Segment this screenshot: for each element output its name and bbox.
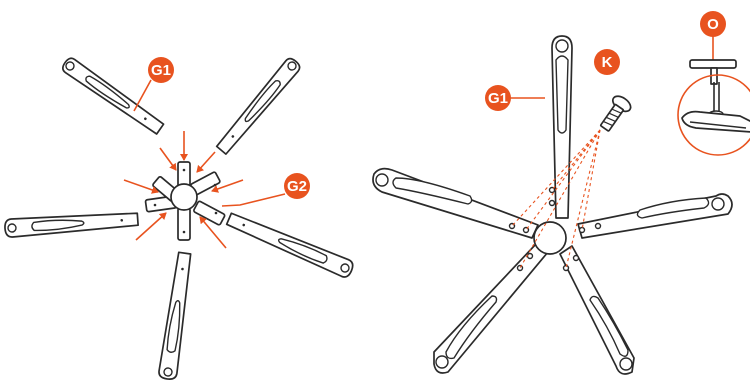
label-g1-left: G1 bbox=[133, 57, 174, 112]
screw-k bbox=[599, 95, 632, 132]
screw-guide-lines bbox=[511, 129, 601, 269]
right-assembled-base: G1 K O bbox=[372, 11, 750, 375]
center-hub-g2 bbox=[144, 161, 226, 241]
label-g1-right: G1 bbox=[485, 85, 545, 111]
base-leg-bottom-right bbox=[559, 245, 635, 375]
screw-holes bbox=[508, 186, 602, 272]
base-leg-top bbox=[551, 35, 573, 219]
label-k: K bbox=[594, 49, 620, 75]
leg-upper-right bbox=[215, 57, 301, 155]
insertion-arrows bbox=[123, 131, 244, 249]
base-hub bbox=[533, 221, 567, 255]
detail-callout bbox=[677, 74, 750, 156]
leg-bottom bbox=[158, 251, 192, 380]
leg-left bbox=[4, 212, 139, 238]
svg-text:O: O bbox=[707, 16, 719, 33]
svg-text:G1: G1 bbox=[151, 62, 171, 79]
leg-upper-left bbox=[62, 57, 165, 135]
left-exploded-assembly: G1 G2 bbox=[4, 57, 354, 380]
svg-text:G2: G2 bbox=[287, 178, 307, 195]
allen-key-o: O bbox=[689, 11, 737, 85]
base-leg-right bbox=[577, 193, 733, 239]
leg-lower-right bbox=[225, 212, 354, 278]
svg-text:K: K bbox=[602, 54, 613, 71]
svg-text:G1: G1 bbox=[488, 90, 508, 107]
base-leg-bottom-left bbox=[433, 243, 549, 374]
label-g2: G2 bbox=[221, 173, 310, 207]
